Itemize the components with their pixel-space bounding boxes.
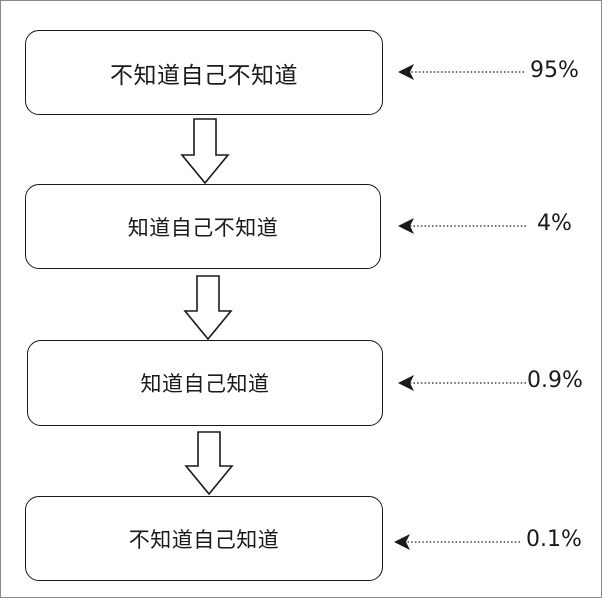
stage-label-1: 不知道自己不知道 [110,62,298,89]
down-arrow-2 [183,275,233,341]
down-arrow-1 [180,118,230,185]
stage-box-3: 知道自己知道 [27,340,383,426]
pointer-arrow-4 [394,534,520,550]
percent-label-4: 0.1% [526,527,582,552]
percent-label-1: 95% [530,58,579,83]
percent-label-2: 4% [537,211,572,236]
stage-box-1: 不知道自己不知道 [25,30,383,115]
pointer-arrow-1 [398,64,524,80]
stage-label-2: 知道自己不知道 [127,215,279,240]
pointer-arrow-3 [398,375,526,391]
stage-box-4: 不知道自己知道 [25,496,383,581]
stage-box-2: 知道自己不知道 [25,184,381,269]
stage-label-3: 知道自己知道 [140,372,270,396]
stage-label-4: 不知道自己知道 [128,527,280,552]
down-arrow-3 [184,431,234,496]
pointer-arrow-2 [398,218,526,234]
percent-label-3: 0.9% [527,368,583,393]
